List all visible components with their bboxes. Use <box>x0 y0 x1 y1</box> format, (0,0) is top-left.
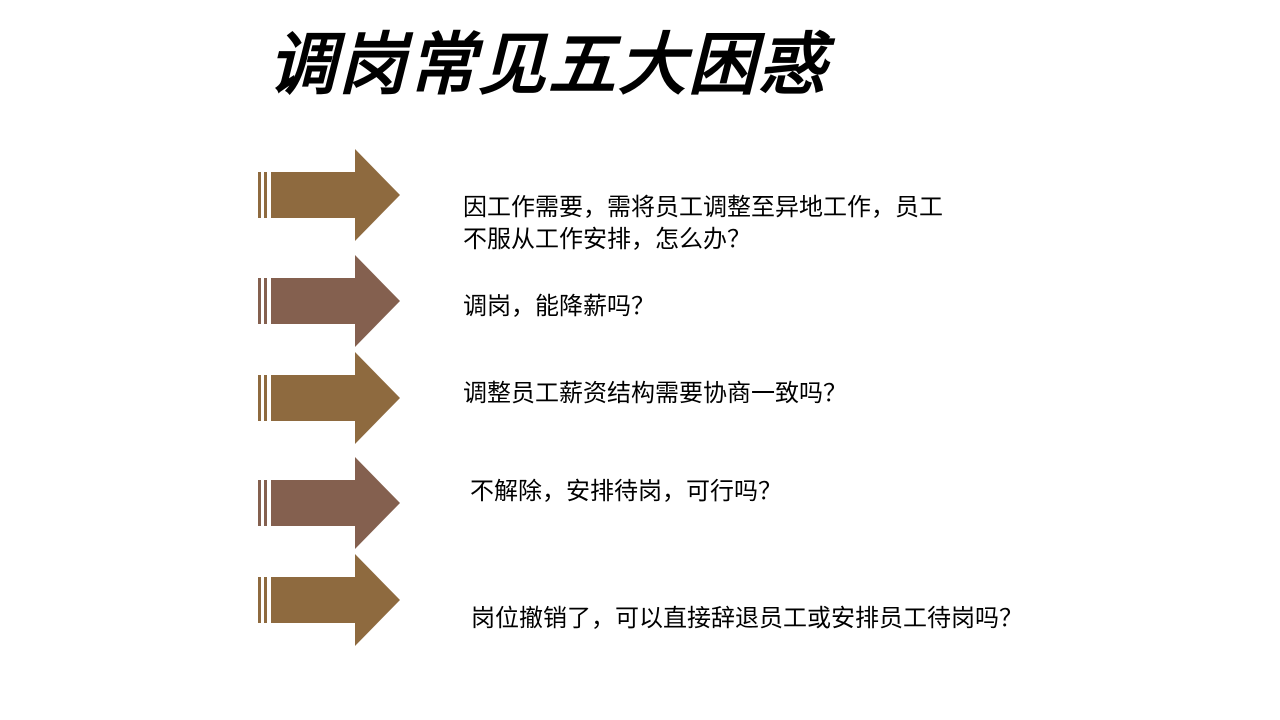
question-4: 不解除，安排待岗，可行吗？ <box>470 477 782 505</box>
arrow-right-icon <box>256 255 402 347</box>
arrow-right-icon <box>256 149 402 241</box>
question-5: 岗位撤销了，可以直接辞退员工或安排员工待岗吗？ <box>471 604 1023 632</box>
arrow-right-icon <box>256 457 402 549</box>
arrow-right-icon <box>256 352 402 444</box>
question-2: 调岗，能降薪吗？ <box>463 292 655 320</box>
slide-title: 调岗常见五大困惑 <box>268 25 829 105</box>
arrow-right-icon <box>256 554 402 646</box>
question-1: 因工作需要，需将员工调整至异地工作，员工 不服从工作安排，怎么办？ <box>463 193 943 253</box>
question-3: 调整员工薪资结构需要协商一致吗？ <box>463 379 847 407</box>
